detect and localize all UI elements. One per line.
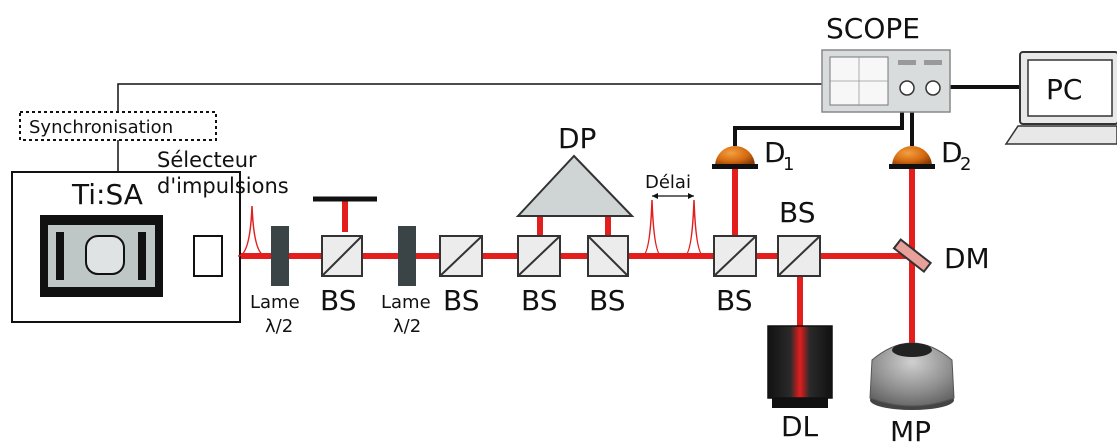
detector-d2-base bbox=[889, 164, 935, 169]
lame-label-2: Lame bbox=[381, 292, 431, 313]
selecteur-label-line1: Sélecteur bbox=[157, 148, 257, 172]
dl-base bbox=[772, 398, 828, 408]
bs-label-3: BS bbox=[521, 284, 558, 317]
detector-d1: D 1 bbox=[712, 136, 794, 175]
scope-knob-1-icon bbox=[899, 80, 915, 96]
selecteur-label-line2: d'impulsions bbox=[157, 174, 289, 198]
half-wave-label-1: λ/2 bbox=[265, 316, 293, 337]
d2-subscript: 2 bbox=[960, 154, 971, 175]
scope-label: SCOPE bbox=[826, 12, 920, 45]
pc-label: PC bbox=[1046, 73, 1082, 106]
delay-prism: DP bbox=[515, 122, 635, 217]
beam-splitter-6: BS bbox=[777, 196, 821, 277]
d1-subscript: 1 bbox=[783, 154, 794, 175]
bs-label-1: BS bbox=[320, 284, 357, 317]
pulse-selector-box bbox=[193, 235, 223, 277]
half-wave-plate-1-body bbox=[271, 226, 289, 286]
beam-splitter-1-diagonal bbox=[321, 235, 363, 277]
delay-indicator: Délai bbox=[641, 172, 705, 257]
oscilloscope: SCOPE bbox=[821, 12, 951, 113]
bs-label-4: BS bbox=[589, 284, 626, 317]
beam-splitter-2-diagonal bbox=[439, 235, 483, 277]
bs-label-5: BS bbox=[716, 284, 753, 317]
lame-label-1: Lame bbox=[250, 292, 300, 313]
control-wiring bbox=[117, 83, 1020, 172]
scope-panel-label-1 bbox=[898, 60, 916, 65]
half-wave-label-2: λ/2 bbox=[393, 316, 421, 337]
delai-arrow-right-icon bbox=[688, 193, 694, 199]
bs-label-6: BS bbox=[779, 196, 816, 229]
dichroic-mirror: DM bbox=[892, 238, 990, 275]
sync-wire bbox=[117, 83, 822, 172]
tisa-label: Ti:SA bbox=[71, 178, 143, 211]
half-wave-plate-2: Lame λ/2 bbox=[381, 226, 431, 337]
beam-splitter-6-diagonal bbox=[777, 235, 821, 277]
delai-arrow-left-icon bbox=[652, 193, 658, 199]
d1-cable bbox=[733, 112, 904, 146]
laser-mirror-right bbox=[138, 232, 146, 280]
half-wave-plate-2-body bbox=[398, 226, 416, 286]
mp-label: MP bbox=[890, 415, 931, 443]
mp-power-meter: MP bbox=[869, 342, 955, 443]
pulse-1-icon bbox=[641, 199, 663, 257]
dl-laser: DL bbox=[767, 325, 833, 443]
dl-label: DL bbox=[781, 410, 819, 443]
delai-label: Délai bbox=[645, 172, 691, 193]
beam-splitter-5: BS bbox=[713, 235, 757, 317]
pc-computer: PC bbox=[1004, 51, 1117, 145]
scope-knob-2-icon bbox=[925, 80, 941, 96]
pulse-selector: Sélecteur d'impulsions bbox=[157, 148, 289, 277]
d1-label: D bbox=[764, 136, 786, 169]
dl-body bbox=[767, 325, 833, 399]
bs-label-2: BS bbox=[443, 284, 480, 317]
scope-panel-label-2 bbox=[924, 60, 942, 65]
detector-d2: D 2 bbox=[889, 136, 971, 175]
detector-d2-dome bbox=[892, 146, 932, 166]
pc-screen bbox=[1027, 59, 1113, 117]
beam-splitter-3: BS bbox=[517, 235, 561, 317]
beam-splitter-4-diagonal bbox=[587, 235, 629, 277]
dm-label: DM bbox=[944, 242, 990, 275]
detector-d1-base bbox=[712, 164, 758, 169]
laser-mirror-left bbox=[56, 232, 64, 280]
beam-splitter-4: BS bbox=[587, 235, 629, 317]
beam-splitter-3-diagonal bbox=[517, 235, 561, 277]
beam-splitter-2: BS bbox=[439, 235, 483, 317]
dp-label: DP bbox=[558, 122, 596, 155]
detector-d1-dome bbox=[715, 146, 755, 166]
pc-keyboard bbox=[1004, 125, 1117, 145]
synchronisation-box: Synchronisation bbox=[19, 111, 217, 141]
dp-prism bbox=[515, 154, 635, 217]
d2-label: D bbox=[941, 136, 963, 169]
synchronisation-frame bbox=[19, 111, 217, 141]
pulse-2-icon bbox=[683, 199, 705, 257]
half-wave-plate-1: Lame λ/2 bbox=[250, 226, 300, 337]
dm-plate bbox=[892, 238, 933, 274]
laser-crystal bbox=[85, 235, 125, 275]
single-pulse-icon bbox=[237, 205, 267, 257]
mp-aperture bbox=[892, 343, 932, 357]
synchronisation-label: Synchronisation bbox=[29, 117, 173, 138]
beam-splitter-5-diagonal bbox=[713, 235, 757, 277]
beam-splitter-1: BS bbox=[313, 196, 377, 317]
